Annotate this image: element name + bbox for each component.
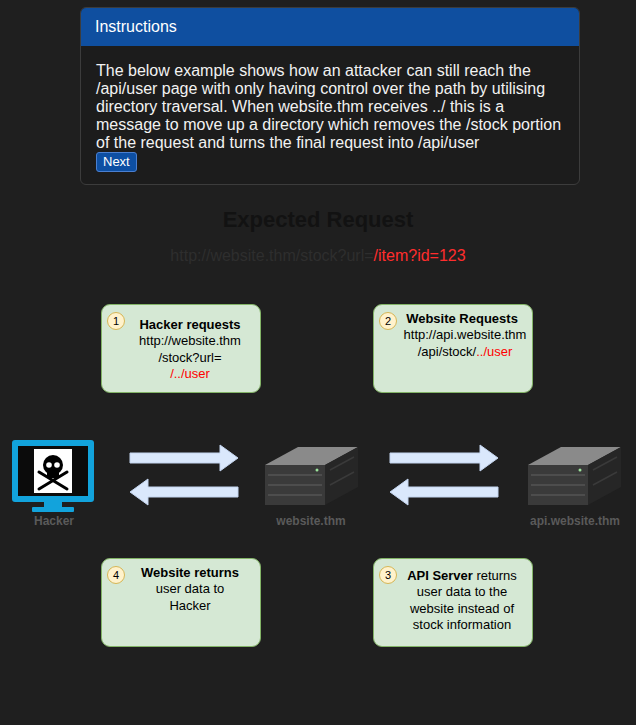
host-label: api.website.thm	[522, 514, 628, 528]
flow-arrow	[130, 479, 238, 505]
url-text: http://website.thm/stock?url=	[170, 247, 373, 264]
step-heading: API Server	[407, 568, 473, 583]
diagram-title: Expected Request	[0, 205, 636, 235]
web-server-icon	[265, 447, 358, 505]
text-line: API Serverreturns user data to the websi…	[402, 568, 522, 633]
text-line: http://website.thm /stock?url=	[130, 333, 250, 366]
flow-arrow	[130, 445, 238, 471]
api-server-icon	[528, 447, 621, 505]
payload-text: /../user	[170, 366, 210, 381]
host-node: website.thm	[262, 438, 360, 530]
text-line: http://api.website.thm /api/stock/../use…	[394, 327, 536, 360]
callout-number: 1	[107, 312, 125, 330]
panel-body: The below example shows how an attacker …	[81, 46, 579, 164]
step-heading: Website returns	[141, 565, 239, 580]
step-detail: http://website.thm /stock?url=	[139, 333, 241, 364]
step-box: 3 API Serverreturns user data to the webs…	[373, 558, 533, 647]
step-detail: user data to Hacker	[156, 581, 225, 612]
panel-heading: Instructions	[95, 18, 177, 35]
panel-header: Instructions	[81, 8, 579, 46]
button-label: Next	[103, 154, 130, 169]
payload-text: ../user	[476, 344, 512, 359]
instructions-panel: InstructionsThe below example shows how …	[80, 7, 580, 185]
text-line: Hacker requests	[122, 317, 258, 333]
flow-arrow	[390, 445, 498, 471]
step-text: Website returnsuser data to Hacker	[122, 565, 258, 614]
step-box: 2Website Requestshttp://api.website.thm …	[373, 304, 533, 393]
callout-number: 2	[379, 312, 397, 330]
hacker-monitor-icon	[12, 440, 94, 512]
host-label: Hacker	[8, 514, 100, 528]
step-text: Hacker requestshttp://website.thm /stock…	[122, 317, 258, 382]
url-text: /item?id=123	[374, 247, 466, 264]
callout-number: 3	[379, 566, 397, 584]
host-node: api.website.thm	[522, 438, 628, 530]
host-label: website.thm	[262, 514, 360, 528]
step-box: 1Hacker requestshttp://website.thm /stoc…	[101, 304, 261, 393]
next-button: Next	[96, 152, 137, 172]
request-url-row: http://website.thm/stock?url=/item?id=12…	[0, 246, 636, 266]
step-heading: Website Requests	[406, 311, 518, 326]
step-text: API Serverreturns user data to the websi…	[394, 568, 530, 633]
text-line: Website Requests	[394, 311, 530, 327]
host-node: Hacker	[8, 438, 100, 530]
flow-arrow	[390, 479, 498, 505]
step-box: 4Website returnsuser data to Hacker	[101, 558, 261, 647]
step-text: Website Requestshttp://api.website.thm /…	[394, 311, 530, 360]
instruction-text: The below example shows how an attacker …	[96, 62, 564, 152]
step-heading: Hacker requests	[139, 317, 240, 332]
text-line: Website returns	[122, 565, 258, 581]
text-line: /../user	[122, 366, 258, 382]
panel-actions: Next	[81, 152, 579, 184]
callout-number: 4	[107, 566, 125, 584]
text-line: user data to Hacker	[144, 581, 236, 614]
